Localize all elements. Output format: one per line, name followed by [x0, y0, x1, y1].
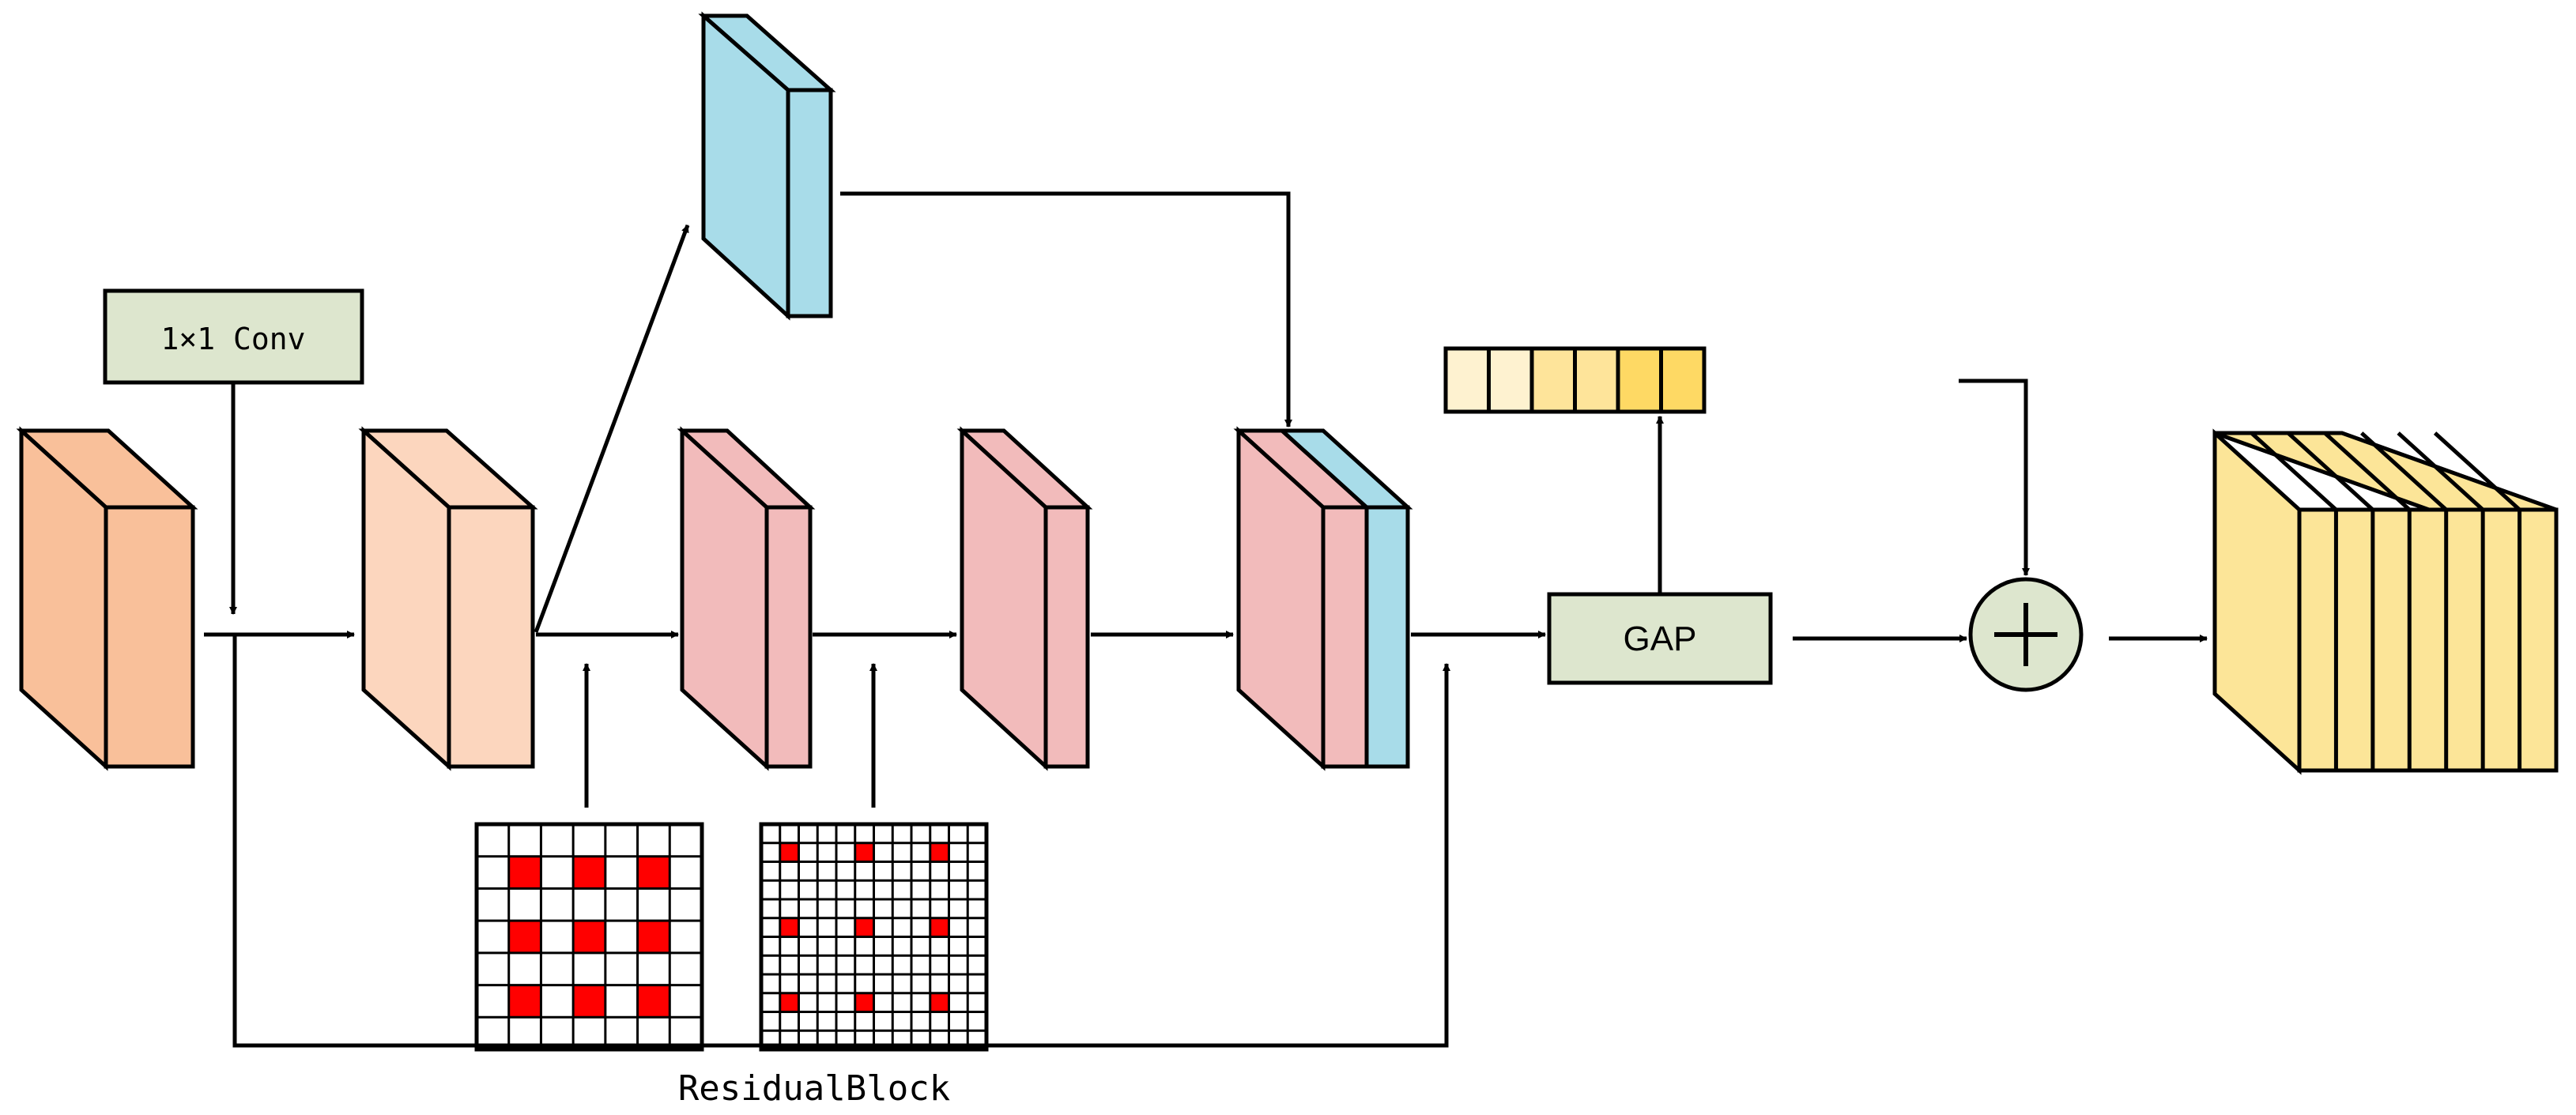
dilation-mark	[930, 842, 949, 862]
concat-feature-block	[1233, 426, 1413, 771]
vector-cell	[1487, 346, 1534, 414]
vector-cell	[1443, 346, 1491, 414]
dilation-mark	[637, 921, 670, 953]
dilation-mark	[573, 985, 605, 1018]
output-feature-block	[2212, 428, 2559, 775]
branch-feature-block	[698, 11, 836, 321]
dilation-mark	[854, 917, 874, 937]
gap-module: GAP	[1547, 592, 1773, 685]
vector-cell	[1573, 346, 1620, 414]
conv-1x1-module: 1×1 Conv	[103, 288, 364, 385]
add-operator	[1968, 577, 2084, 692]
dilation-mark	[854, 993, 874, 1012]
dilation-mark	[573, 921, 605, 953]
dilation-mark	[508, 985, 541, 1018]
vector-cell	[1529, 346, 1577, 414]
dilation-mark	[779, 842, 799, 862]
dilated-conv-block-1	[677, 426, 816, 771]
dilation-mark	[508, 856, 541, 889]
output-slice-top	[2287, 431, 2374, 511]
conv-feature-block	[358, 426, 538, 771]
dilation-mark	[854, 842, 874, 862]
vector-to-add-arrow	[1959, 379, 2030, 576]
channel-attention-vector	[1443, 346, 1707, 414]
residual-block-label: ResidualBlock	[678, 1068, 950, 1109]
connections	[204, 191, 2208, 1048]
vector-cell	[1659, 346, 1707, 414]
dilation-mark	[508, 921, 541, 953]
output-slice-lines	[2250, 431, 2522, 770]
dilated-conv-block-2	[956, 426, 1093, 771]
gap-label: GAP	[1624, 620, 1697, 658]
output-slice-top	[2360, 431, 2448, 511]
output-slice-top	[2250, 431, 2338, 511]
output-slice-top	[2433, 431, 2521, 511]
dilation-grid-2	[474, 822, 704, 1052]
dilation-mark	[930, 993, 949, 1012]
dilation-grids	[474, 822, 989, 1052]
dilation-mark	[779, 917, 799, 937]
dilation-mark	[637, 985, 670, 1018]
vector-cell	[1616, 346, 1663, 414]
dilation-mark	[779, 993, 799, 1012]
dilation-mark	[930, 917, 949, 937]
dilation-mark	[573, 856, 605, 889]
to-branch-arrow	[534, 224, 690, 633]
input-feature-block	[16, 426, 198, 771]
residual-skip-arrow	[232, 635, 1450, 1048]
branch-to-concat-arrow	[840, 191, 1292, 428]
dilation-mark	[637, 856, 670, 889]
dilation-grid-4	[759, 822, 989, 1052]
output-slice-top	[2323, 431, 2411, 511]
conv-1x1-label: 1×1 Conv	[160, 322, 305, 356]
output-slice-top	[2397, 431, 2484, 511]
